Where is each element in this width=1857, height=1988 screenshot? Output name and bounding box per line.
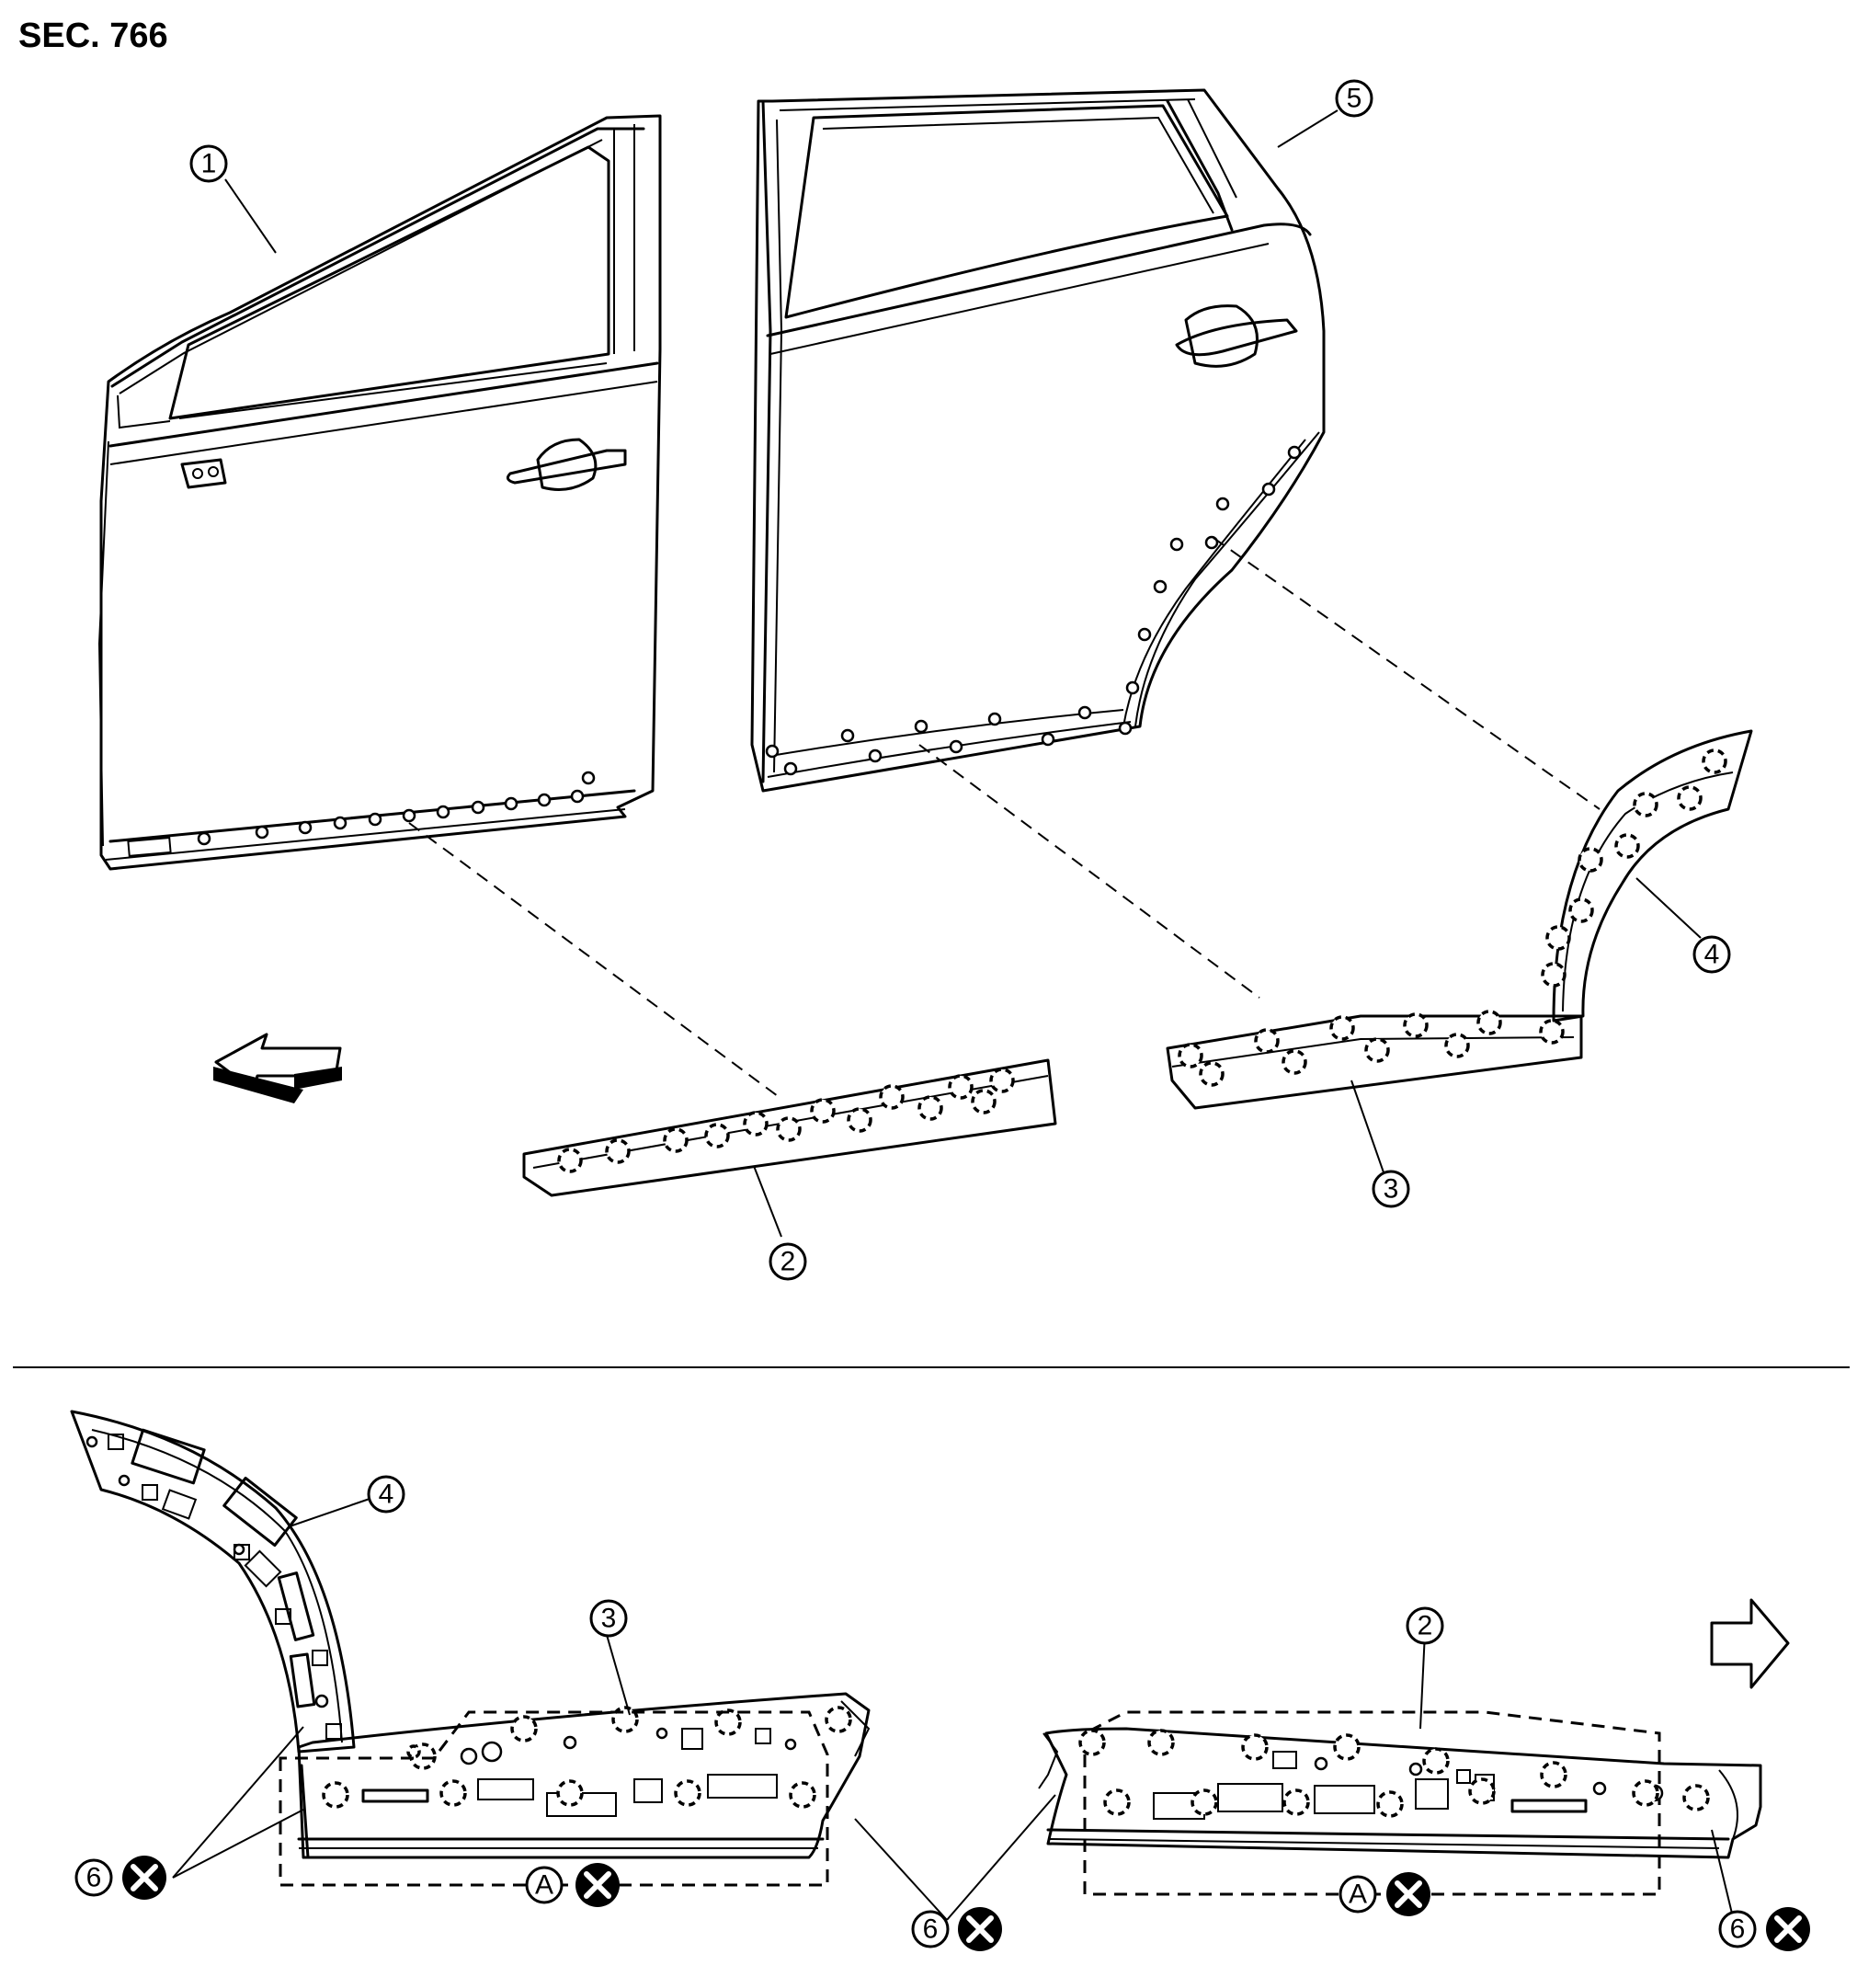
callout-a-left-label: A	[535, 1870, 553, 1901]
front-molding-clips	[557, 1068, 1015, 1173]
callout-4-lower: 4	[367, 1475, 405, 1514]
area-a-box-right	[1083, 1710, 1661, 1896]
lower-callout-leaders	[172, 1498, 1734, 1921]
callout-6-left: 6	[74, 1856, 166, 1900]
callout-4-upper: 4	[1692, 935, 1731, 974]
callout-2-lower: 2	[1406, 1606, 1444, 1645]
callout-3-upper-label: 3	[1384, 1174, 1399, 1205]
callout-6-left-label: 6	[86, 1863, 102, 1893]
callout-1: 1	[189, 144, 228, 183]
detail-rear-molding-clips	[322, 1706, 852, 1809]
callout-4-lower-label: 4	[379, 1480, 394, 1510]
exploded-leader-lines	[408, 537, 1601, 1100]
callout-a-right-label: A	[1349, 1879, 1367, 1910]
x-circle-icon	[575, 1863, 620, 1907]
rear-molding	[1166, 1010, 1583, 1110]
callout-3-upper: 3	[1372, 1170, 1410, 1208]
front-arrow-icon	[213, 1033, 342, 1103]
front-molding	[522, 1058, 1057, 1197]
x-circle-icon	[1386, 1872, 1430, 1916]
detail-rear-arch-molding	[70, 1410, 356, 1754]
callout-6-right-label: 6	[1730, 1914, 1746, 1945]
callout-a-right: A	[1339, 1872, 1430, 1916]
rear-door	[750, 88, 1326, 793]
x-circle-icon	[958, 1907, 1002, 1951]
callout-a-left: A	[525, 1863, 620, 1907]
callout-3-lower-label: 3	[601, 1604, 617, 1634]
detail-front-molding	[1038, 1727, 1762, 1859]
x-circle-icon	[1766, 1907, 1810, 1951]
detail-front-molding-clips	[1078, 1729, 1710, 1818]
callout-6-middle-label: 6	[923, 1914, 939, 1945]
callout-4-upper-label: 4	[1704, 940, 1720, 970]
detail-rear-molding	[297, 1692, 871, 1859]
rear-molding-clips	[1178, 1010, 1565, 1087]
callout-6-right: 6	[1718, 1907, 1810, 1951]
callout-5: 5	[1335, 79, 1373, 118]
callout-2-upper: 2	[769, 1242, 807, 1281]
rear-door-mounting-holes	[765, 445, 1302, 776]
callout-2-upper-label: 2	[780, 1247, 796, 1277]
front-door	[97, 114, 662, 871]
front-door-mounting-holes	[197, 771, 596, 846]
x-circle-icon	[122, 1856, 166, 1900]
arch-molding-clips	[1541, 748, 1727, 988]
callout-3-lower: 3	[589, 1599, 628, 1638]
callout-6-middle: 6	[911, 1907, 1002, 1951]
rear-arch-molding	[1541, 729, 1753, 1023]
upper-callout-leaders	[224, 109, 1702, 1238]
callout-2-lower-label: 2	[1418, 1611, 1433, 1641]
callout-1-label: 1	[201, 149, 217, 179]
front-direction-arrow-icon	[1710, 1598, 1790, 1689]
area-a-box-left	[279, 1710, 829, 1887]
section-label: SEC. 766	[18, 17, 168, 55]
callout-5-label: 5	[1347, 84, 1362, 114]
